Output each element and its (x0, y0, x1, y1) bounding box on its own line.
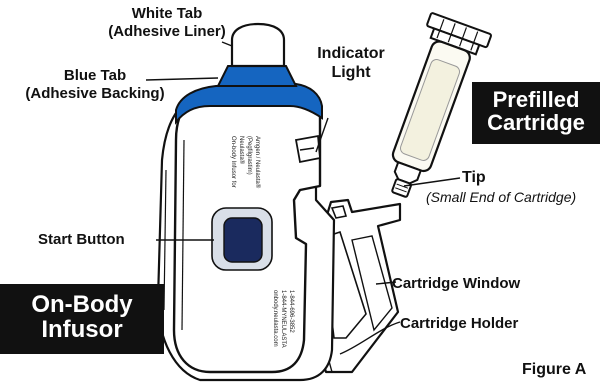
device-text-right-3: 1-844-696-3852 (288, 290, 294, 333)
cartridge-window-label: Cartridge Window (392, 276, 520, 291)
prefilled-cartridge-box: Prefilled Cartridge (472, 82, 600, 144)
cartridge-holder-label: Cartridge Holder (400, 316, 518, 331)
start-button-shape (224, 218, 262, 262)
start-button-label: Start Button (38, 232, 125, 247)
tip-sub-label: (Small End of Cartridge) (426, 190, 576, 204)
blue-tab-label: Blue Tab (Adhesive Backing) (0, 68, 190, 101)
device-text-right-1: onbody.neulasta.com (272, 290, 278, 347)
indicator-light-label: Indicator Light (306, 46, 396, 81)
device-text-left-4: Amgen / Neulasta® (254, 136, 261, 189)
device-text-left-3: (Pegfilgrastim) (246, 136, 252, 175)
figure-label: Figure A (522, 362, 586, 378)
device-text-left-2: Neulasta® (238, 136, 245, 165)
device-text-right-2: 1-844-MYNEULASTA (280, 290, 286, 348)
device-text-left-1: On-body Infusor for (230, 136, 236, 188)
on-body-infusor-box: On-Body Infusor (0, 284, 164, 354)
white-tab-label: White Tab (Adhesive Liner) (92, 6, 242, 39)
tip-label: Tip (462, 170, 486, 186)
